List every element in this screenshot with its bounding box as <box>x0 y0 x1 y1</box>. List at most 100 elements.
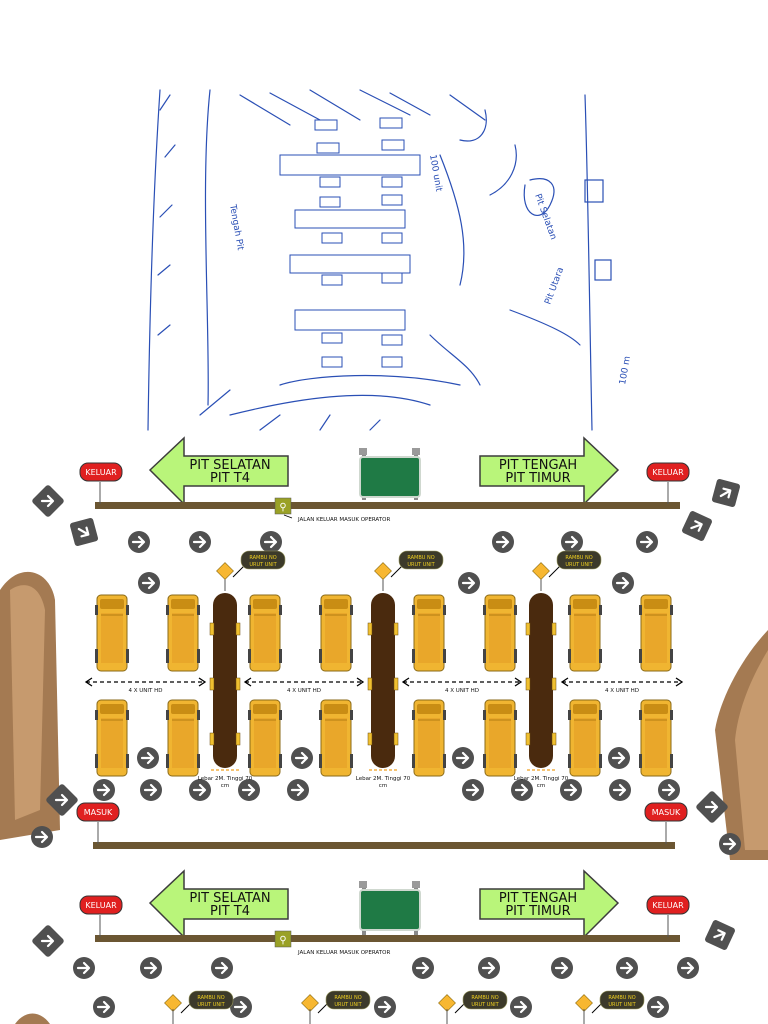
svg-text:4 X UNIT HD: 4 X UNIT HD <box>287 688 321 694</box>
svg-text:Pit Utara: Pit Utara <box>543 266 566 306</box>
direction-arrow-icon <box>511 779 533 801</box>
svg-text:⚲: ⚲ <box>279 935 286 946</box>
svg-text:cm: cm <box>537 783 545 789</box>
operator-path: ⚲ JALAN KELUAR MASUK OPERATOR <box>274 497 390 523</box>
svg-text:cm: cm <box>379 783 387 789</box>
road-top <box>95 502 680 509</box>
svg-text:KELUAR: KELUAR <box>85 901 117 910</box>
hd-truck <box>412 594 446 672</box>
direction-arrow-icon <box>32 485 64 517</box>
svg-text:URUT UNIT: URUT UNIT <box>249 562 277 568</box>
direction-arrow-icon <box>138 572 160 594</box>
svg-text:PIT SELATAN: PIT SELATAN <box>189 458 270 473</box>
arrow-pit-tengah-2: PIT TENGAH PIT TIMUR <box>479 869 620 939</box>
direction-arrow-icon <box>677 957 699 979</box>
direction-arrow-icon <box>287 779 309 801</box>
svg-text:4 X UNIT HD: 4 X UNIT HD <box>128 688 162 694</box>
direction-arrow-icon <box>291 747 313 769</box>
parking-layout-bottom: PIT SELATAN PIT T4 PIT TENGAH PIT TIMUR … <box>15 869 735 1024</box>
svg-text:100 unit: 100 unit <box>427 154 443 193</box>
sign-keluar-right-2: KELUAR <box>646 895 690 937</box>
direction-arrow-icon <box>492 531 514 553</box>
direction-arrow-icon <box>230 996 252 1018</box>
svg-text:URUT UNIT: URUT UNIT <box>565 562 593 568</box>
direction-arrow-icon <box>452 747 474 769</box>
direction-arrow-icon <box>73 957 95 979</box>
direction-arrow-icon <box>458 572 480 594</box>
spacing-indicator: 4 X UNIT HD <box>243 677 365 694</box>
hd-truck <box>248 594 282 672</box>
direction-arrow-icon <box>608 747 630 769</box>
hand-sketch: 100 unit Pit Selatan Pit Utara 100 m Ten… <box>147 89 633 431</box>
direction-arrow-icon <box>719 833 741 855</box>
direction-arrow-icon <box>658 779 680 801</box>
direction-arrow-icon <box>238 779 260 801</box>
svg-text:MASUK: MASUK <box>84 808 113 817</box>
svg-text:RAMBU NO: RAMBU NO <box>197 995 224 1001</box>
arrow-pit-tengah: PIT TENGAH PIT TIMUR <box>479 436 620 506</box>
hd-truck <box>483 594 517 672</box>
hd-truck <box>412 699 446 777</box>
svg-text:PIT TIMUR: PIT TIMUR <box>505 471 570 486</box>
svg-text:RAMBU NO: RAMBU NO <box>334 995 361 1001</box>
direction-arrow-icon <box>69 517 99 547</box>
svg-text:KELUAR: KELUAR <box>652 468 684 477</box>
svg-text:PIT T4: PIT T4 <box>210 904 250 919</box>
svg-text:URUT UNIT: URUT UNIT <box>334 1002 362 1008</box>
direction-arrow-icon <box>93 996 115 1018</box>
hd-truck <box>639 699 673 777</box>
svg-text:KELUAR: KELUAR <box>652 901 684 910</box>
svg-text:Pit Selatan: Pit Selatan <box>532 193 558 242</box>
info-board <box>359 448 421 500</box>
svg-text:URUT UNIT: URUT UNIT <box>407 562 435 568</box>
sign-masuk-right: MASUK <box>644 802 688 844</box>
direction-arrow-icon <box>551 957 573 979</box>
svg-text:PIT TENGAH: PIT TENGAH <box>499 891 577 906</box>
arrow-pit-selatan: PIT SELATAN PIT T4 <box>148 436 289 506</box>
hd-truck <box>166 699 200 777</box>
hd-truck <box>248 699 282 777</box>
operator-path-2: ⚲ JALAN KELUAR MASUK OPERATOR <box>274 930 390 956</box>
direction-arrow-icon <box>140 779 162 801</box>
direction-arrow-icon <box>31 826 53 848</box>
direction-arrow-icon <box>561 531 583 553</box>
svg-text:PIT TENGAH: PIT TENGAH <box>499 458 577 473</box>
svg-text:RAMBU NO: RAMBU NO <box>249 555 276 561</box>
direction-arrow-icon <box>128 531 150 553</box>
direction-arrow-icon <box>137 747 159 769</box>
svg-text:RAMBU NO: RAMBU NO <box>565 555 592 561</box>
direction-arrow-icon <box>705 920 735 950</box>
road-bottom <box>93 842 675 849</box>
hd-truck <box>568 699 602 777</box>
direction-arrow-icon <box>560 779 582 801</box>
separator-dimension: Lebar 2M. Tinggi 70 <box>514 776 569 782</box>
hd-truck <box>319 699 353 777</box>
svg-text:PIT SELATAN: PIT SELATAN <box>189 891 270 906</box>
hd-truck <box>319 594 353 672</box>
hd-truck <box>568 594 602 672</box>
direction-arrow-icon <box>462 779 484 801</box>
sign-keluar-left: KELUAR <box>79 462 123 504</box>
svg-text:⚲: ⚲ <box>279 502 286 513</box>
direction-arrow-icon <box>189 779 211 801</box>
svg-text:PIT T4: PIT T4 <box>210 471 250 486</box>
svg-text:RAMBU NO: RAMBU NO <box>471 995 498 1001</box>
arrow-pit-selatan-2: PIT SELATAN PIT T4 <box>148 869 289 939</box>
svg-text:4 X UNIT HD: 4 X UNIT HD <box>605 688 639 694</box>
direction-arrow-icon <box>682 511 712 541</box>
direction-arrow-icon <box>636 531 658 553</box>
svg-text:URUT UNIT: URUT UNIT <box>471 1002 499 1008</box>
direction-arrow-icon <box>609 779 631 801</box>
separator-dimension: Lebar 2M. Tinggi 70 <box>198 776 253 782</box>
info-board-2 <box>359 881 421 935</box>
direction-arrow-icon <box>260 531 282 553</box>
spacing-indicator: 4 X UNIT HD <box>560 677 684 694</box>
